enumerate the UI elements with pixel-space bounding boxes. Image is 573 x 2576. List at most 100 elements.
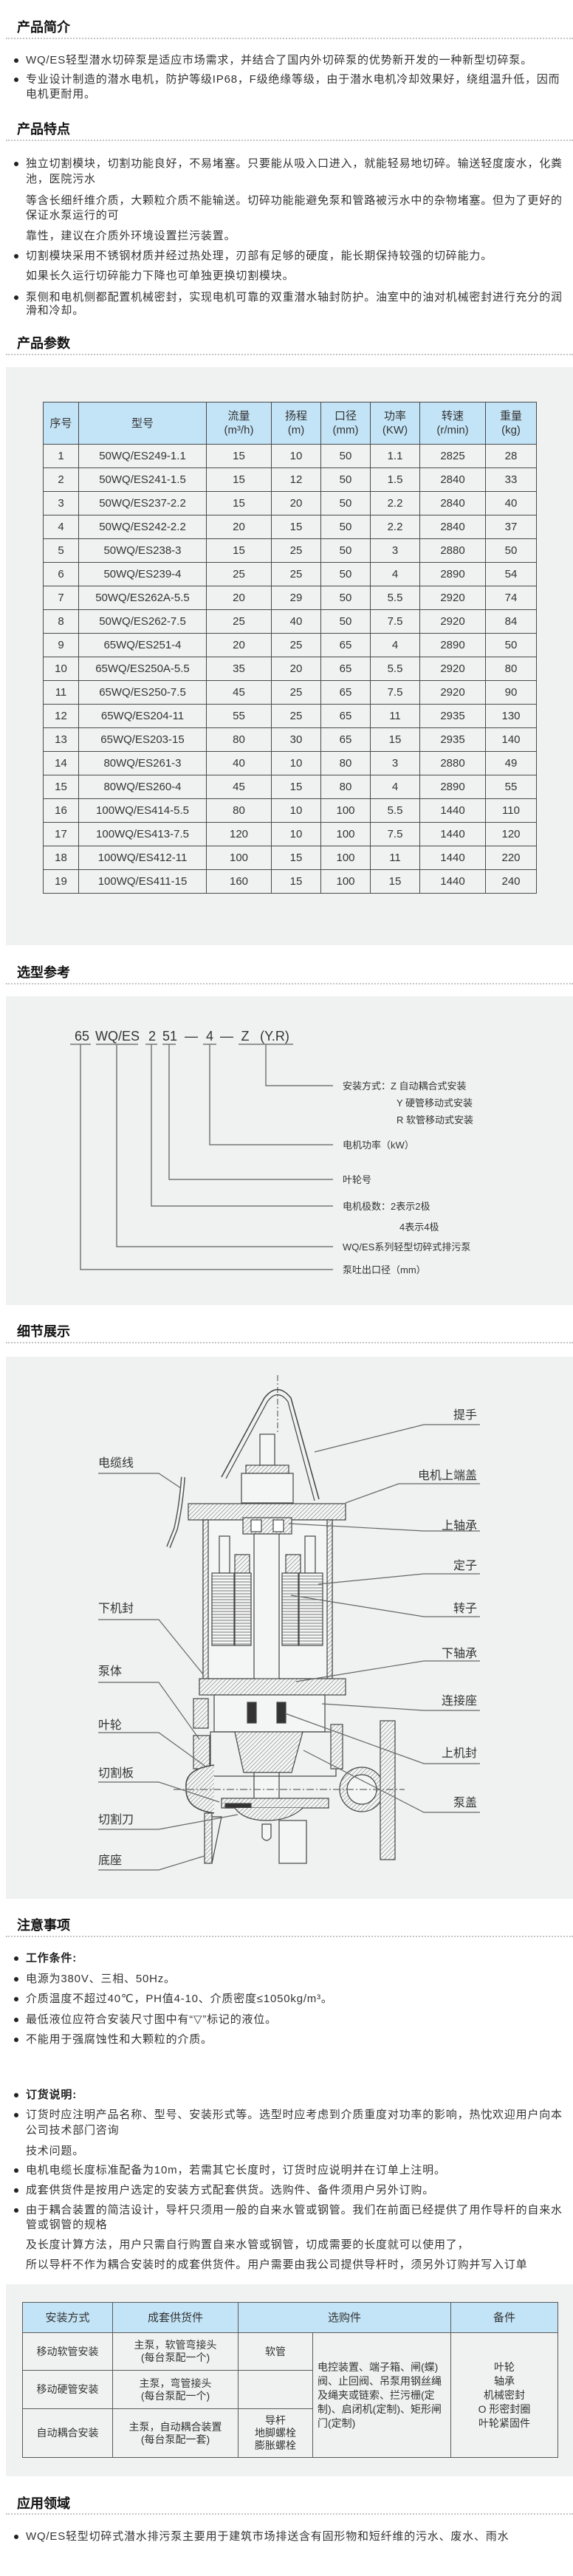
header-name: 序号 (49, 417, 72, 430)
table-cell: 50WQ/ES237-2.2 (78, 491, 207, 515)
table-cell: 84 (485, 609, 537, 634)
feature-line: 独立切割模块，切割功能良好，不易堵塞。只要能从吸入口进入，就能轻易地切碎。输送轻… (14, 157, 563, 170)
table-cell: 49 (485, 751, 537, 775)
table-cell: 120 (206, 822, 272, 846)
note-line: 最低液位应符合安装尺寸图中有“▽”标记的液位。 (14, 2013, 277, 2026)
header-cell: 扬程(m) (271, 402, 321, 445)
section-title-params: 产品参数 (17, 336, 70, 351)
table-cell: 100 (320, 846, 371, 870)
table-cell: 15 (271, 846, 321, 870)
table-cell: 6 (43, 562, 79, 586)
divider (6, 1936, 573, 1937)
table-cell: 1440 (419, 798, 486, 823)
header-unit: (m³/h) (224, 424, 254, 436)
table-cell: 50 (485, 633, 537, 657)
label-handle: 提手 (453, 1408, 477, 1422)
section-title-intro: 产品简介 (17, 20, 70, 35)
feature-line: 滑和冷却。 (26, 304, 85, 317)
table-cell: 40 (271, 609, 321, 634)
model-code-diagram: 65 WQ/ES 2 51 — 4 — Z (Y.R) (75, 1029, 289, 1044)
install-method: 自动耦合安装 (22, 2408, 113, 2458)
table-cell: 33 (485, 467, 537, 492)
header-cell: 选购件 (237, 2302, 452, 2333)
label-outlet: 泵吐出口径（mm） (343, 1264, 426, 1275)
note-line: 由于耦合装置的简洁设计，导杆只须用一般的自来水管或钢管。我们在前面已经提供了用作… (14, 2204, 563, 2216)
table-cell: 40 (485, 491, 537, 515)
install-method: 移动硬管安装 (22, 2370, 113, 2409)
table-cell: 15 (271, 869, 321, 894)
header-name: 功率 (383, 410, 406, 422)
note-line: 介质温度不超过40℃，PH值4-10、介质密度≤1050kg/m³。 (14, 1993, 333, 2005)
table-cell: 2890 (419, 633, 486, 657)
table-cell: 100 (320, 869, 371, 894)
table-cell: 25 (271, 633, 321, 657)
header-unit: (KW) (382, 424, 408, 436)
header-unit: (m) (287, 424, 305, 436)
label-poles: 电机极数：2表示2极 (343, 1201, 430, 1212)
label-install: 安装方式：Z 自动耦合式安装 (343, 1080, 467, 1092)
code-leader-lines (70, 1044, 333, 1270)
table-cell: 65WQ/ES250A-5.5 (78, 657, 207, 681)
table-cell: 160 (206, 869, 272, 894)
code-token-power: 4 (206, 1029, 213, 1044)
section-title-application: 应用领域 (17, 2496, 70, 2511)
header-cell: 序号 (43, 402, 79, 445)
label-pump-body: 泵体 (98, 1665, 122, 1678)
divider (6, 983, 573, 984)
table-cell: 4 (370, 633, 420, 657)
table-cell: 11 (43, 680, 79, 705)
table-cell: 80 (206, 798, 272, 823)
pump-labels: 提手 电机上端盖 上轴承 定子 转子 下轴承 连接座 上机封 泵盖 电缆线 下机… (98, 1408, 477, 1867)
table-cell: 50 (320, 586, 371, 610)
install-table: 安装方式 成套供货件 选购件 备件 移动软管安装 主泵，软管弯接头 (每台泵配一… (22, 2302, 559, 2458)
table-cell: 10 (271, 751, 321, 775)
note-line: 电机电缆长度标准配备为10m，若需其它长度时，订货时应说明并在订单上注明。 (14, 2164, 446, 2176)
feature-line: 等含长细纤维介质，大颗粒介质不能输送。切碎功能能避免泵和管路被污水中的杂物堵塞。… (26, 194, 563, 207)
table-cell: 28 (485, 444, 537, 468)
table-row: 移动软管安装 主泵，软管弯接头 (每台泵配一个) 软管 电控装置、端子箱、闸(蝶… (22, 2332, 559, 2458)
pump-leader-lines (98, 1424, 480, 1871)
label-install-r: R 软管移动式安装 (397, 1114, 473, 1126)
table-cell: 2.2 (370, 491, 420, 515)
table-row: 自动耦合安装 主泵，自动耦合装置 (每台泵配一套) 导杆 地脚螺栓 膨胀螺栓 (22, 2408, 558, 2458)
table-cell: 50 (320, 444, 371, 468)
table-cell: 50 (320, 562, 371, 586)
table-cell: 30 (271, 727, 321, 752)
divider (6, 1342, 573, 1343)
note-line: 不能用于强腐蚀性和大颗粒的介质。 (14, 2033, 213, 2046)
table-cell: 5.5 (370, 798, 420, 823)
table-cell: 2840 (419, 491, 486, 515)
divider (6, 140, 573, 141)
label-stator: 定子 (453, 1559, 477, 1572)
pump-cross-section-drawing (166, 1375, 405, 1864)
optional-parts: 导杆 地脚螺栓 膨胀螺栓 (238, 2408, 313, 2458)
table-cell: 45 (206, 775, 272, 799)
table-cell: 18 (43, 846, 79, 870)
table-cell: 2890 (419, 775, 486, 799)
table-cell: 110 (485, 798, 537, 823)
table-cell: 35 (206, 657, 272, 681)
supplied-parts: 主泵，软管弯接头 (每台泵配一个) (112, 2332, 239, 2371)
code-token-dash: — (220, 1029, 233, 1044)
intro-line: WQ/ES轻型潜水切碎泵是适应市场需求，并结合了国内外切碎泵的优势新开发的一种新… (13, 54, 533, 66)
table-cell: 2840 (419, 515, 486, 539)
label-power: 电机功率（kW） (343, 1140, 414, 1151)
section-title-details: 细节展示 (17, 1324, 70, 1339)
table-cell: 100WQ/ES412-11 (78, 846, 207, 870)
table-cell: 15 (271, 775, 321, 799)
table-cell: 100 (206, 846, 272, 870)
note-line: 技术问题。 (26, 2145, 85, 2157)
table-cell: 5 (43, 538, 79, 563)
note-line: 公司技术部门咨询 (26, 2124, 120, 2137)
table-cell: 29 (271, 586, 321, 610)
header-name: 转速 (441, 410, 464, 422)
table-cell: 25 (271, 680, 321, 705)
params-table: 序号型号流量(m³/h)扬程(m)口径(mm)功率(KW)转速(r/min)重量… (43, 402, 537, 894)
table-cell: 3 (370, 751, 420, 775)
